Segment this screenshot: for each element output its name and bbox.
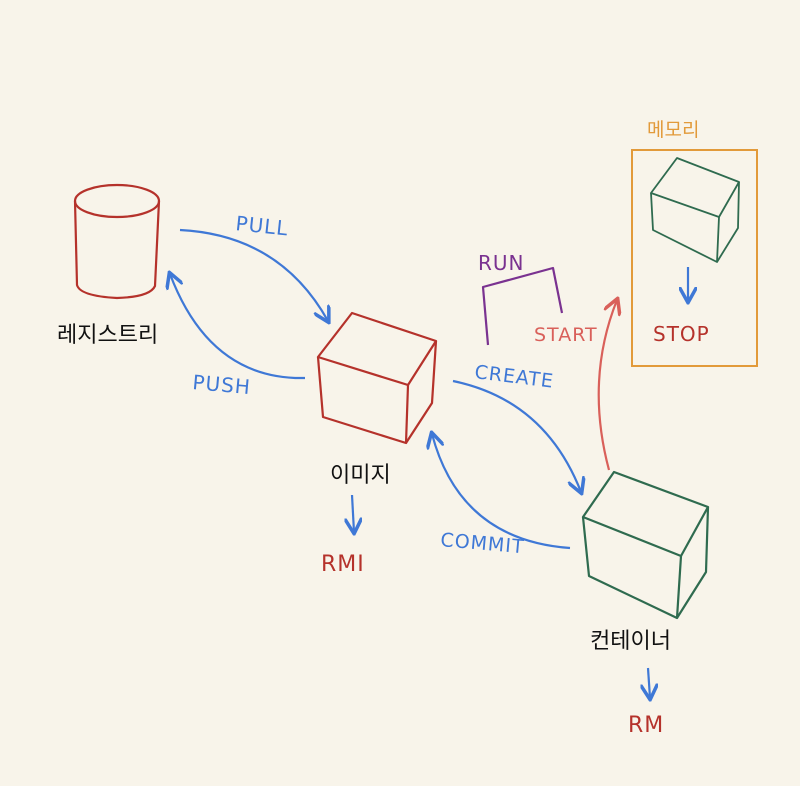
run-label: RUN (478, 251, 525, 275)
commit-label: COMMIT (440, 529, 526, 558)
create-arrow (452, 379, 581, 492)
pull-arrow (179, 228, 328, 321)
container-cube-icon (581, 470, 710, 620)
push-arrow (170, 274, 306, 380)
image-label: 이미지 (330, 463, 391, 488)
container-label: 컨테이너 (590, 629, 671, 654)
start-arrow (597, 300, 617, 471)
rm-label: RM (628, 713, 664, 738)
create-label: CREATE (473, 361, 555, 393)
stop-label: STOP (653, 322, 710, 346)
memory-frame (631, 149, 758, 367)
rmi-label: RMI (321, 552, 365, 577)
pull-label: PULL (234, 211, 289, 240)
rm-arrow (648, 667, 650, 698)
commit-arrow (432, 434, 571, 550)
memory-label: 메모리 (647, 119, 699, 141)
start-label: START (534, 324, 598, 346)
push-label: PUSH (192, 370, 252, 399)
rmi-arrow (352, 494, 354, 532)
memory-cube-icon (650, 157, 740, 263)
registry-label: 레지스트리 (57, 323, 158, 348)
registry-cylinder-icon (73, 183, 161, 300)
image-cube-icon (316, 311, 438, 445)
run-bracket (481, 266, 564, 346)
